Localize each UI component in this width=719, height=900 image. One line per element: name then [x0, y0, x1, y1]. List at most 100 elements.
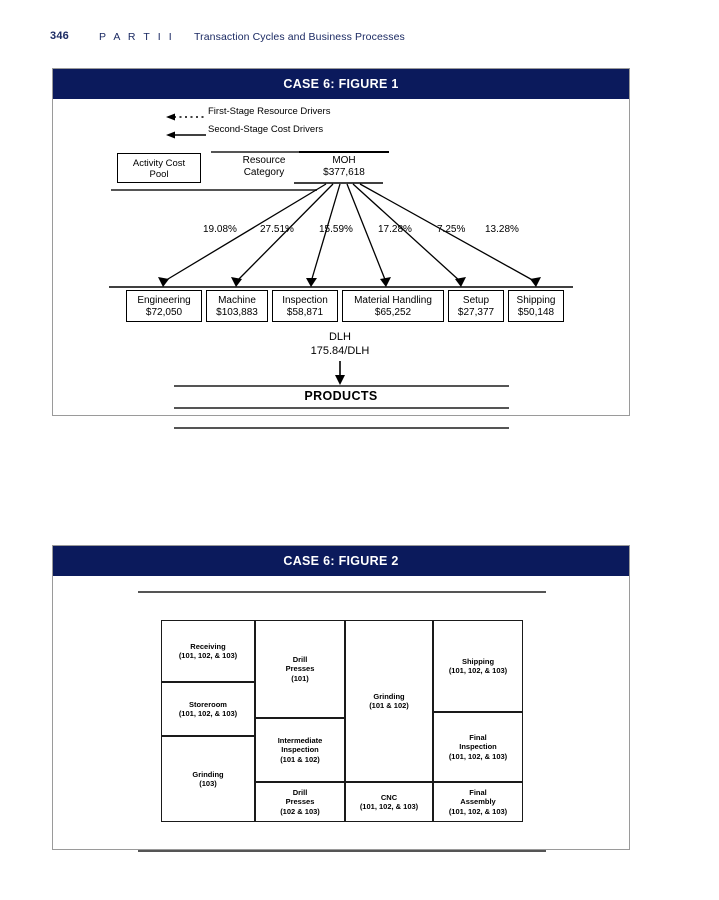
- driver-pct-shipping: 13.28%: [485, 224, 519, 235]
- cost-pool-inspection-name: Inspection: [282, 295, 328, 306]
- resource-category-label-line2: Category: [243, 166, 285, 178]
- legend-label-second-stage: Second-Stage Cost Drivers: [208, 124, 324, 135]
- activity-cost-pool-box: Activity Cost Pool: [117, 153, 201, 183]
- layout-cell-storeroom: Storeroom (101, 102, & 103): [161, 682, 255, 736]
- layout-cell-storeroom-products: (101, 102, & 103): [178, 709, 238, 718]
- layout-cell-cnc: CNC (101, 102, & 103): [345, 782, 433, 822]
- driver-pct-material-handling: 17.28%: [378, 224, 412, 235]
- figure-2-title-bar: CASE 6: FIGURE 2: [53, 546, 629, 576]
- layout-cell-drill-presses-102-103: Drill Presses (102 & 103): [255, 782, 345, 822]
- part-label: P A R T I I: [99, 31, 175, 43]
- cost-pool-material-handling-amount: $65,252: [374, 307, 412, 318]
- layout-cell-intermediate-inspection-products: (101 & 102): [280, 754, 320, 764]
- layout-cell-storeroom-name: Storeroom: [189, 699, 227, 709]
- resource-category-label-line1: Resource: [242, 155, 286, 166]
- layout-cell-final-assembly: Final Assembly (101, 102, & 103): [433, 782, 523, 822]
- legend-item-first-stage: First-Stage Resource Drivers: [166, 106, 396, 124]
- solid-arrow-icon: [166, 131, 206, 139]
- layout-cell-grinding-101-102-name: Grinding: [373, 691, 405, 701]
- moh-topline: [299, 151, 389, 153]
- layout-cell-shipping: Shipping (101, 102, & 103): [433, 620, 523, 712]
- dashed-arrow-icon: [166, 113, 206, 121]
- layout-cell-cnc-products: (101, 102, & 103): [359, 802, 419, 811]
- activity-cost-pool-underline: [111, 189, 223, 191]
- cost-pool-shipping-name: Shipping: [516, 295, 556, 306]
- figure-2: CASE 6: FIGURE 2 Receiving (101, 102, & …: [52, 545, 630, 852]
- driver-pct-setup: 7.25%: [437, 224, 466, 235]
- resource-category-label: Resource Category: [211, 155, 317, 178]
- legend-label-first-stage: First-Stage Resource Drivers: [208, 106, 331, 117]
- layout-cell-final-inspection-line1: Final: [469, 732, 487, 742]
- layout-cell-final-inspection-products: (101, 102, & 103): [448, 751, 508, 761]
- driver-pct-engineering: 19.08%: [203, 224, 237, 235]
- layout-cell-drill-presses-101: Drill Presses (101): [255, 620, 345, 718]
- figure-2-body: Receiving (101, 102, & 103) Storeroom (1…: [53, 576, 629, 852]
- cost-pool-inspection-amount: $58,871: [286, 307, 324, 318]
- layout-cell-final-assembly-line2: Assembly: [460, 797, 496, 807]
- moh-name: MOH: [332, 155, 356, 166]
- cost-pool-engineering: Engineering $72,050: [126, 290, 202, 322]
- figure-1-title: CASE 6: FIGURE 1: [283, 77, 399, 91]
- figure-1-body: First-Stage Resource Drivers Second-Stag…: [53, 99, 629, 429]
- cost-pool-material-handling: Material Handling $65,252: [342, 290, 444, 322]
- cost-pool-inspection: Inspection $58,871: [272, 290, 338, 322]
- second-stage-driver-name: DLH: [328, 331, 351, 343]
- layout-cell-shipping-products: (101, 102, & 103): [448, 666, 508, 675]
- figure-1-title-bar: CASE 6: FIGURE 1: [53, 69, 629, 99]
- products-label: PRODUCTS: [304, 389, 378, 403]
- layout-cell-drill-presses-101-products: (101): [291, 673, 309, 683]
- second-stage-driver-rate: 175.84/DLH: [310, 345, 370, 357]
- layout-cell-intermediate-inspection: Intermediate Inspection (101 & 102): [255, 718, 345, 782]
- products-rule-bottom: [174, 427, 509, 429]
- figure-1: CASE 6: FIGURE 1 First-Stage Resource Dr…: [52, 68, 630, 429]
- cost-pool-setup-name: Setup: [462, 295, 490, 306]
- activity-cost-pool-label-line2: Pool: [149, 169, 169, 180]
- cost-pool-engineering-amount: $72,050: [145, 307, 183, 318]
- layout-cell-final-inspection-line2: Inspection: [459, 742, 497, 752]
- layout-cell-drill-presses-101-line2: Presses: [285, 664, 315, 674]
- running-head: 346 P A R T I I Transaction Cycles and B…: [0, 30, 719, 50]
- resource-category-topline: [211, 151, 317, 153]
- cost-pool-machine-amount: $103,883: [216, 307, 258, 318]
- cost-pool-engineering-name: Engineering: [137, 295, 191, 306]
- moh-amount: $377,618: [323, 167, 365, 178]
- layout-rule-bottom: [138, 850, 546, 852]
- figure-2-title: CASE 6: FIGURE 2: [283, 554, 399, 568]
- activity-cost-pool-label-line1: Activity Cost: [132, 158, 186, 169]
- driver-pct-inspection: 15.59%: [319, 224, 353, 235]
- layout-cell-shipping-name: Shipping: [461, 656, 495, 666]
- running-head-title: Transaction Cycles and Business Processe…: [194, 31, 405, 43]
- cost-pool-material-handling-name: Material Handling: [354, 295, 432, 306]
- layout-cell-grinding-101-102: Grinding (101 & 102): [345, 620, 433, 782]
- layout-cell-intermediate-inspection-line2: Inspection: [281, 745, 319, 755]
- page-number: 346: [50, 30, 69, 42]
- cost-pool-shipping: Shipping $50,148: [508, 290, 564, 322]
- layout-cell-drill-presses-102-103-products: (102 & 103): [280, 806, 320, 816]
- layout-cell-grinding-103-name: Grinding: [192, 769, 224, 779]
- cost-pool-machine: Machine $103,883: [206, 290, 268, 322]
- cost-pool-machine-name: Machine: [218, 295, 256, 306]
- layout-cell-receiving-products: (101, 102, & 103): [178, 651, 238, 660]
- layout-cell-intermediate-inspection-line1: Intermediate: [277, 735, 323, 745]
- layout-cell-receiving: Receiving (101, 102, & 103): [161, 620, 255, 682]
- resource-category-underline: [211, 189, 317, 191]
- layout-cell-drill-presses-101-line1: Drill: [292, 654, 308, 664]
- layout-cell-final-assembly-products: (101, 102, & 103): [448, 806, 508, 816]
- driver-pct-machine: 27.51%: [260, 224, 294, 235]
- first-stage-driver-arrows: [109, 182, 573, 385]
- layout-cell-receiving-name: Receiving: [190, 641, 226, 651]
- legend-item-second-stage: Second-Stage Cost Drivers: [166, 124, 396, 142]
- layout-rule-top: [138, 591, 546, 593]
- products-rule-top: [174, 385, 509, 387]
- layout-cell-drill-presses-102-103-line2: Presses: [285, 797, 315, 807]
- layout-cell-final-inspection: Final Inspection (101, 102, & 103): [433, 712, 523, 782]
- layout-cell-cnc-name: CNC: [380, 792, 398, 802]
- layout-cell-drill-presses-102-103-line1: Drill: [292, 787, 308, 797]
- cost-pool-setup-amount: $27,377: [457, 307, 495, 318]
- layout-cell-grinding-103: Grinding (103): [161, 736, 255, 822]
- cost-pool-setup: Setup $27,377: [448, 290, 504, 322]
- layout-cell-grinding-103-products: (103): [199, 779, 217, 788]
- layout-cell-grinding-101-102-products: (101 & 102): [369, 701, 409, 710]
- layout-cell-final-assembly-line1: Final: [469, 787, 487, 797]
- products-rule-middle: [174, 407, 509, 409]
